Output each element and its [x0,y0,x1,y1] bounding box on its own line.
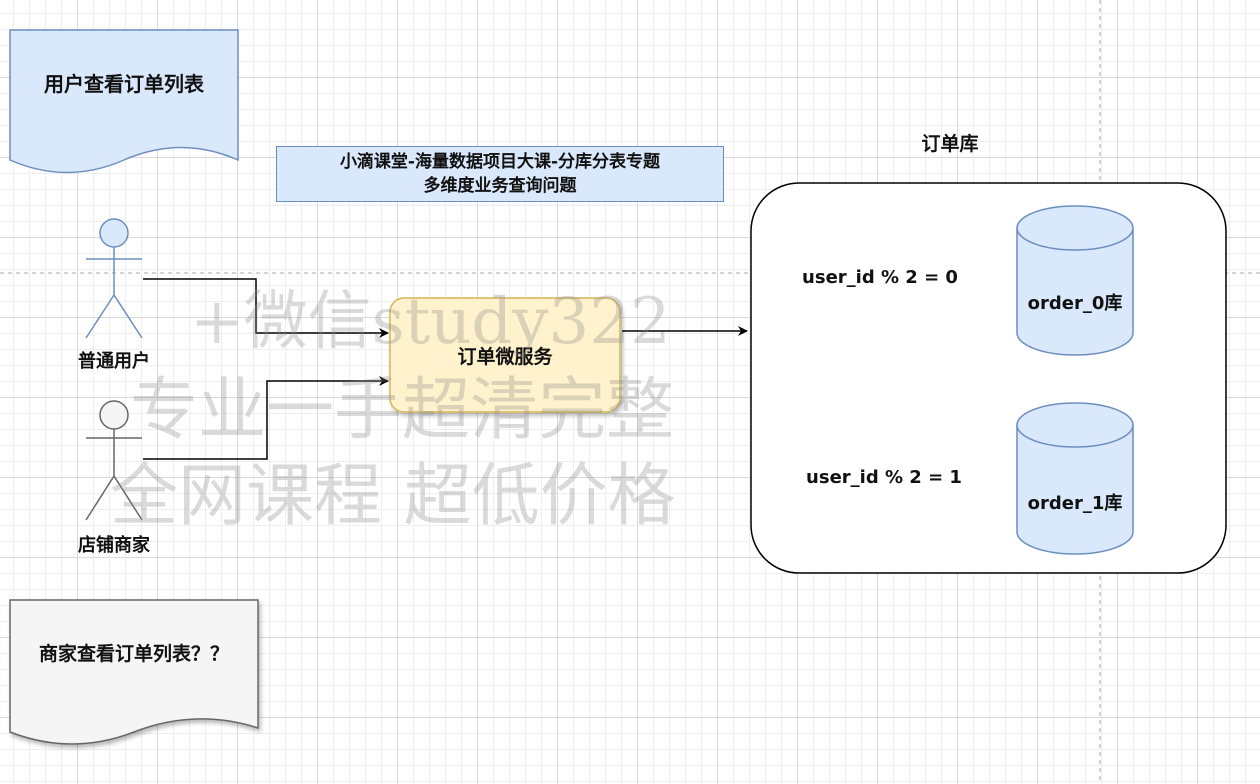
user-to-service-connector [143,278,389,338]
diagram-title-box: 小滴课堂-海量数据项目大课-分库分表专题 多维度业务查询问题 [276,146,724,202]
user-actor-icon [85,218,143,339]
order-database-container [750,182,1227,574]
user-order-list-document [9,29,239,174]
order-1-table-label: order_1库 [1027,493,1123,514]
merchant-order-list-label: 商家查看订单列表？？ [38,642,229,665]
order-0-table-label: order_0库 [1027,293,1123,314]
merchant-order-list-document [9,599,259,745]
merchant-actor-label: 店铺商家 [78,535,150,556]
shard-rule-0: user_id % 2 = 0 [802,266,958,288]
user-actor-label: 普通用户 [78,351,150,372]
order-1-database-cylinder-icon [1016,402,1134,555]
order-service-box [389,297,621,413]
database-title: 订单库 [921,132,979,155]
order-0-database-cylinder-icon [1016,205,1134,356]
diagram-title-line1: 小滴课堂-海量数据项目大课-分库分表专题 [339,152,661,172]
diagram-title-line2: 多维度业务查询问题 [423,176,577,196]
order-service-label: 订单微服务 [457,345,553,368]
user-order-list-label: 用户查看订单列表 [44,71,204,96]
merchant-to-service-connector [143,376,389,460]
shard-rule-1: user_id % 2 = 1 [806,466,962,488]
merchant-actor-icon [85,400,143,521]
